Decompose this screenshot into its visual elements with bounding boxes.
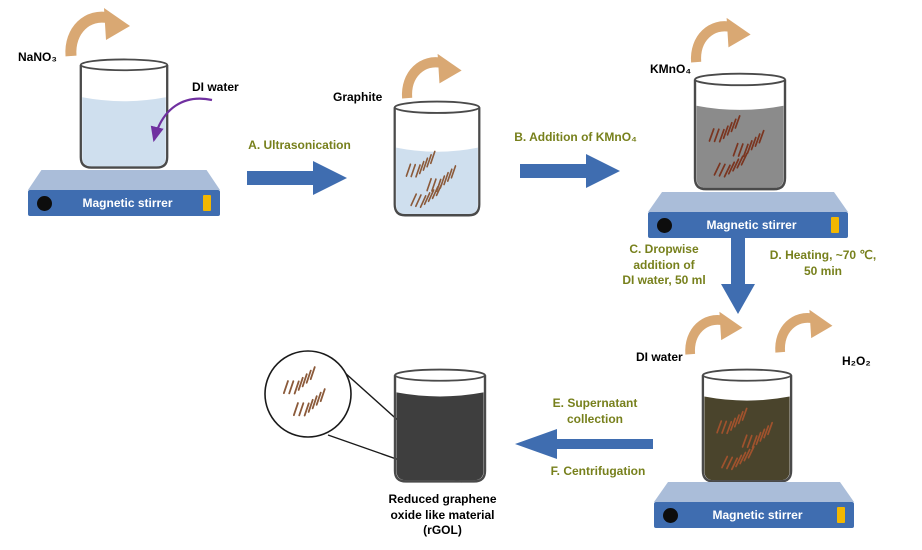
di-water-pointer-arrow-icon <box>150 97 213 143</box>
stirrer-label: Magnetic stirrer <box>712 508 803 522</box>
beaker-rgol <box>393 368 487 483</box>
step-e-label: E. Supernatant collection <box>552 396 638 426</box>
stirrer-label: Magnetic stirrer <box>706 218 797 232</box>
magnetic-stirrer-1: Magnetic stirrer <box>28 170 220 216</box>
stirrer-label: Magnetic stirrer <box>82 196 173 210</box>
di-water-bottom-label: DI water <box>636 350 683 364</box>
graphite-liquid <box>396 147 478 215</box>
step-c-label: C. Dropwise addition of DI water, 50 ml <box>622 242 706 288</box>
stirrer-top-surface <box>28 170 220 190</box>
kmno4-label: KMnO₄ <box>650 62 692 76</box>
pour-arrow-kmno4-icon <box>686 16 758 64</box>
kmno4-liquid <box>696 105 784 189</box>
stirrer-power-button-icon <box>203 195 211 211</box>
graphite-label: Graphite <box>333 90 383 104</box>
stirrer-knob-icon <box>37 195 52 211</box>
nano3-label: NaNO₃ <box>18 50 57 64</box>
arrow-left-icon <box>515 429 653 459</box>
stirrer-knob-icon <box>663 507 678 523</box>
step-a-label: A. Ultrasonication <box>248 138 351 152</box>
stirrer-power-button-icon <box>831 217 839 233</box>
step-f-label: F. Centrifugation <box>550 464 646 478</box>
di-water-liquid <box>82 97 166 167</box>
beaker-di-water <box>79 58 169 169</box>
magnifier-circle-icon <box>264 350 352 438</box>
stirrer-top-surface <box>648 192 848 212</box>
stirrer-top-surface <box>654 482 854 502</box>
beaker-reaction-mix <box>701 368 793 483</box>
rgol-liquid <box>396 392 484 481</box>
stirrer-knob-icon <box>657 217 672 233</box>
pour-arrow-di-water-icon <box>682 310 748 356</box>
pour-arrow-graphite-icon <box>398 52 468 100</box>
pour-arrow-nano3-icon <box>60 6 138 58</box>
step-d-label: D. Heating, ~70 ℃, 50 min <box>769 248 877 278</box>
stirrer-power-button-icon <box>837 507 845 523</box>
arrow-a-icon <box>247 160 347 196</box>
arrow-down-icon <box>721 238 755 314</box>
h2o2-label: H₂O₂ <box>842 354 871 368</box>
magnetic-stirrer-3: Magnetic stirrer <box>654 482 854 528</box>
product-label: Reduced graphene oxide like material (rG… <box>388 492 497 538</box>
magnetic-stirrer-2: Magnetic stirrer <box>648 192 848 238</box>
step-b-label: B. Addition of KMnO₄ <box>514 130 637 144</box>
beaker-kmno4-mix <box>693 72 787 191</box>
arrow-b-icon <box>520 153 620 189</box>
pour-arrow-h2o2-icon <box>772 308 838 354</box>
beaker-graphite <box>393 100 481 217</box>
di-water-top-label: DI water <box>192 80 239 94</box>
